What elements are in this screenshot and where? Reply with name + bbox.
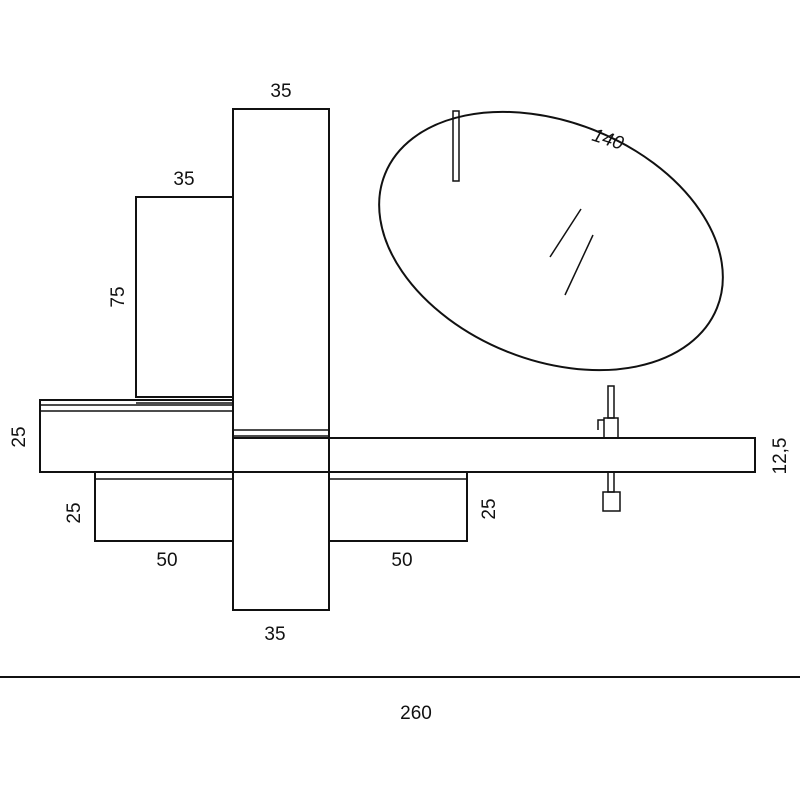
mirror (378, 110, 724, 372)
faucet-spout (597, 419, 604, 430)
mirror-bracket (452, 110, 460, 182)
total-width-label: 260 (400, 703, 432, 724)
left-drawer-height-label: 25 (64, 502, 85, 523)
wall-cabinet-height-label: 75 (108, 286, 129, 307)
tall-column-width-label: 35 (270, 81, 291, 102)
wall-cabinet-width-label: 35 (173, 169, 194, 190)
faucet (597, 385, 619, 439)
mirror-width-label: 140 (589, 125, 626, 155)
left-top-height-label: 25 (9, 426, 30, 447)
mirror-reflection-line-2 (564, 234, 594, 296)
left-top-unit (39, 399, 234, 473)
tall-column (232, 108, 330, 611)
right-drawer (329, 472, 468, 542)
right-drawer-width-label: 50 (391, 550, 412, 571)
mirror-ellipse (378, 110, 724, 372)
drain-trap (602, 491, 621, 512)
wall-cabinet (135, 196, 234, 398)
drain (602, 471, 621, 512)
countertop-height-label: 12,5 (770, 438, 791, 475)
drain-pipe (607, 471, 615, 493)
faucet-handle (607, 385, 615, 419)
left-drawer-width-label: 50 (156, 550, 177, 571)
column-bottom-width-label: 35 (264, 624, 285, 645)
left-drawer (94, 472, 233, 542)
countertop (232, 437, 756, 473)
right-drawer-height-label: 25 (479, 498, 500, 519)
faucet-body (603, 417, 619, 439)
mirror-reflection-line-1 (549, 208, 582, 258)
